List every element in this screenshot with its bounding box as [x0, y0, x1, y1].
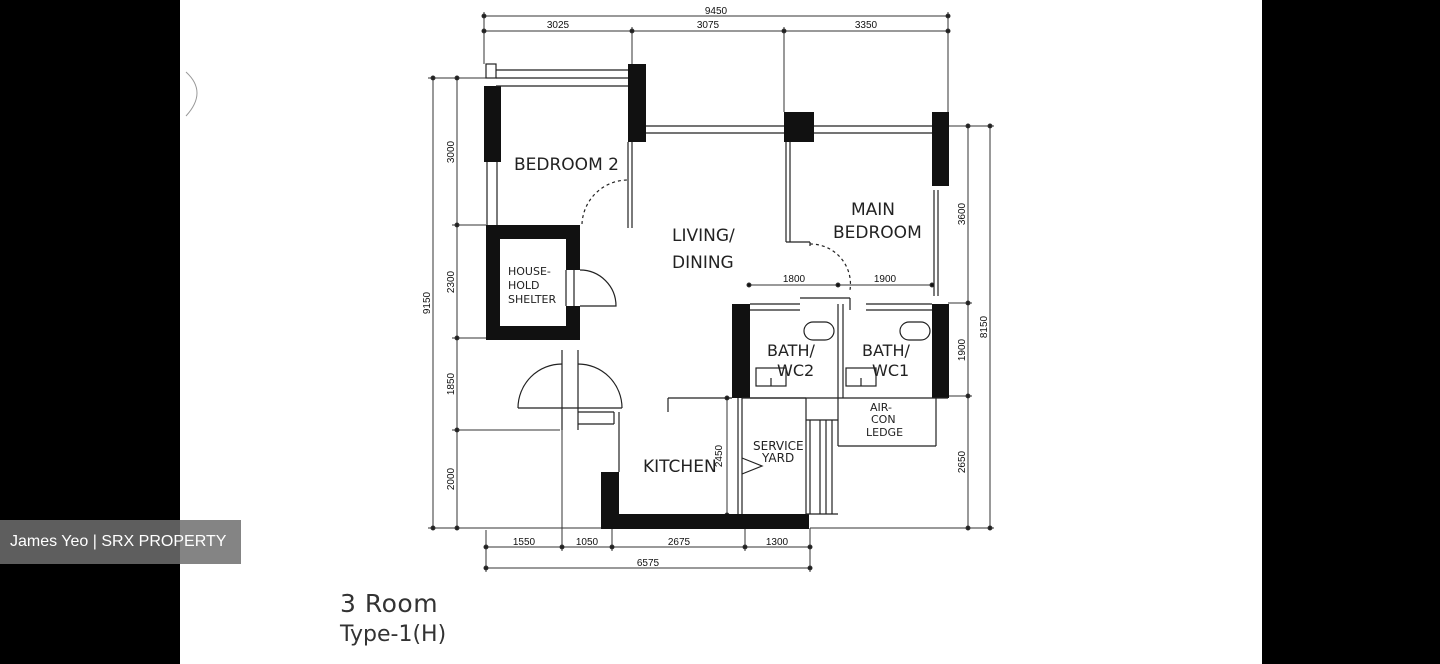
label-service-yard-1: SERVICE: [753, 439, 804, 453]
dim-bottom-4: 1300: [766, 537, 789, 548]
walls: [484, 64, 949, 529]
edge-mark: [185, 71, 198, 117]
dim-right-1: 3600: [957, 202, 968, 225]
label-aircon-1: AIR-: [870, 401, 892, 414]
watermark-label: James Yeo | SRX PROPERTY: [0, 520, 241, 564]
dim-kitchen-depth: 2450: [714, 444, 725, 467]
label-bath2-2: WC2: [777, 361, 814, 380]
partitions: [485, 63, 948, 515]
label-bath1-2: WC1: [872, 361, 909, 380]
dim-bottom-overall: 6575: [637, 558, 660, 569]
dim-top-2: 3075: [697, 20, 720, 31]
dimension-lines: [428, 12, 994, 572]
label-shelter-3: SHELTER: [508, 293, 556, 306]
dim-right-2: 1900: [957, 338, 968, 361]
label-bedroom-2: BEDROOM 2: [514, 155, 619, 175]
room-labels: BEDROOM 2 LIVING/ DINING MAIN BEDROOM HO…: [508, 155, 922, 477]
label-service-yard-2: YARD: [761, 451, 794, 465]
label-living-1: LIVING/: [672, 226, 735, 246]
label-main-bedroom-1: MAIN: [851, 200, 895, 220]
label-shelter-1: HOUSE-: [508, 265, 551, 278]
dim-left-3: 1850: [446, 372, 457, 395]
dim-left-overall: 9150: [422, 291, 433, 314]
dim-right-3: 2650: [957, 450, 968, 473]
dimension-labels: 9450 3025 3075 3350 9150 3000 2300 1850 …: [422, 6, 990, 569]
dim-bath-2: 1900: [874, 274, 897, 285]
dim-bottom-3: 2675: [668, 537, 691, 548]
plan-type-subtitle: Type-1(H): [340, 622, 447, 647]
label-bath1-1: BATH/: [862, 341, 910, 360]
dim-left-4: 2000: [446, 467, 457, 490]
dim-left-1: 3000: [446, 140, 457, 163]
plan-type-title: 3 Room: [340, 589, 439, 618]
label-shelter-2: HOLD: [508, 279, 540, 292]
dim-right-overall: 8150: [979, 315, 990, 338]
dim-bottom-2: 1050: [576, 537, 599, 548]
label-aircon-2: CON: [871, 413, 896, 426]
label-aircon-3: LEDGE: [866, 426, 903, 439]
dim-bath-1: 1800: [783, 274, 806, 285]
label-living-2: DINING: [672, 253, 734, 273]
dim-bottom-1: 1550: [513, 537, 536, 548]
label-kitchen: KITCHEN: [643, 457, 717, 477]
plan-caption: 3 Room Type-1(H): [340, 588, 446, 650]
dim-top-1: 3025: [547, 20, 570, 31]
label-bath2-1: BATH/: [767, 341, 815, 360]
dim-left-2: 2300: [446, 270, 457, 293]
dim-top-overall: 9450: [705, 6, 728, 17]
label-main-bedroom-2: BEDROOM: [833, 223, 922, 243]
dim-top-3: 3350: [855, 20, 878, 31]
floor-plan-paper: [180, 0, 1262, 664]
